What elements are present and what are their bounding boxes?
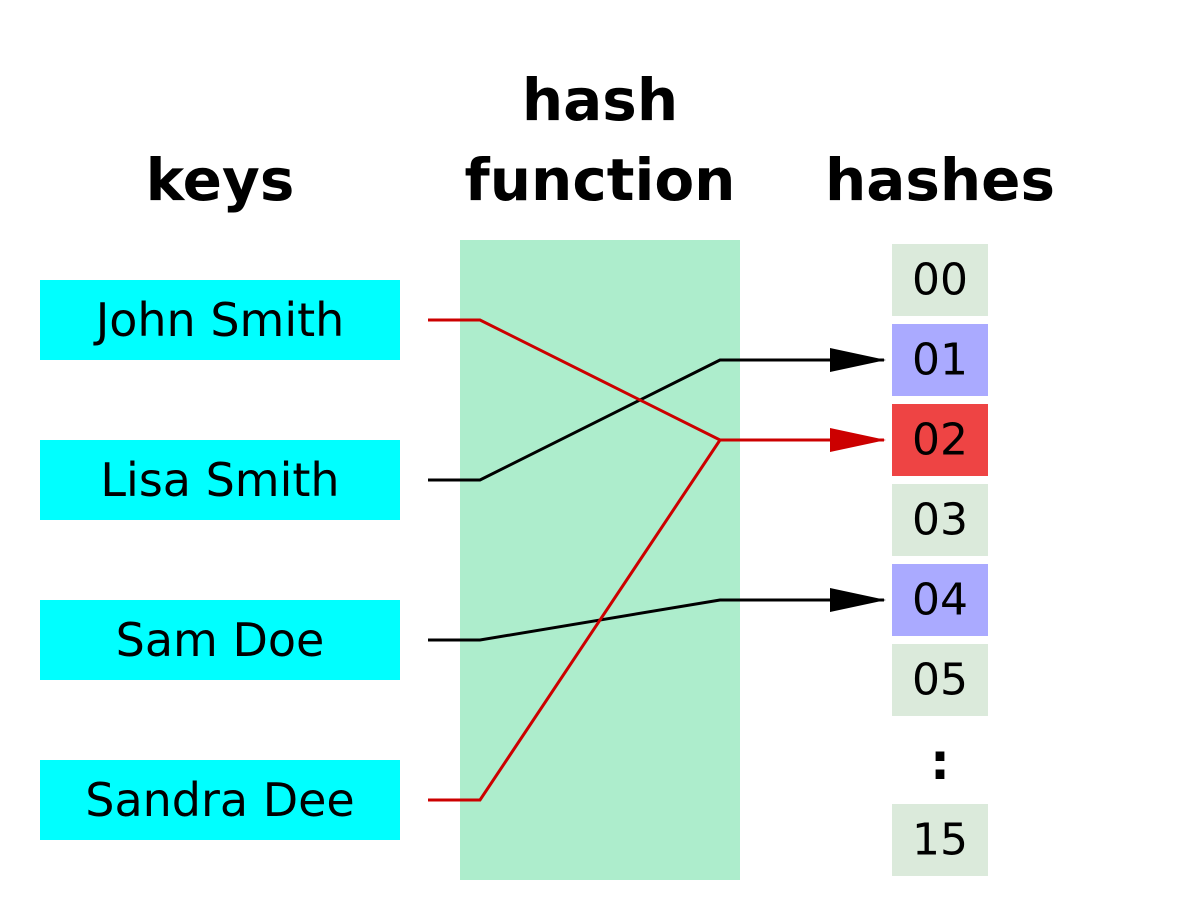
hash-cell-bg — [892, 564, 988, 636]
hash-cell-bg — [892, 804, 988, 876]
key-box: Sam Doe — [40, 600, 400, 680]
key-label: Lisa Smith — [100, 453, 339, 507]
key-box: Lisa Smith — [40, 440, 400, 520]
hash-label: 01 — [912, 335, 968, 386]
hash-cell-bg — [892, 244, 988, 316]
hash-ellipsis: : — [930, 733, 950, 791]
key-label: John Smith — [93, 293, 345, 347]
hash-function-box — [460, 240, 740, 880]
hashes-header: hashes — [825, 146, 1055, 214]
hash-label: 05 — [912, 655, 968, 706]
key-box-bg — [40, 760, 400, 840]
hash-cell: 02 — [892, 404, 988, 476]
key-box-bg — [40, 440, 400, 520]
key-box-bg — [40, 280, 400, 360]
hash-function-header-line2: function — [465, 146, 736, 214]
hash-cell-bg — [892, 404, 988, 476]
key-label: Sandra Dee — [85, 773, 355, 827]
hash-cell: 04 — [892, 564, 988, 636]
key-list: John Smith Lisa Smith Sam Doe Sandra Dee — [40, 280, 400, 840]
key-box: Sandra Dee — [40, 760, 400, 840]
hash-cell-bg — [892, 484, 988, 556]
hash-label: 04 — [912, 575, 968, 626]
hash-label: 02 — [912, 415, 968, 466]
mapping-arrow — [428, 348, 886, 482]
hash-cell: 00 — [892, 244, 988, 316]
mapping-collision-line — [428, 439, 722, 802]
hash-cell: 03 — [892, 484, 988, 556]
hash-cell-bg — [892, 324, 988, 396]
key-label: Sam Doe — [116, 613, 325, 667]
mapping-collision-arrow — [428, 318, 886, 452]
hash-list: 00 01 02 03 04 05 : 15 — [892, 244, 988, 876]
hash-cell: 01 — [892, 324, 988, 396]
hash-cell: 15 — [892, 804, 988, 876]
keys-header: keys — [146, 146, 295, 214]
mapping-lines — [428, 318, 886, 802]
hash-label: 03 — [912, 495, 968, 546]
key-box-bg — [40, 600, 400, 680]
hash-cell-bg — [892, 644, 988, 716]
hash-label: 15 — [912, 815, 968, 866]
hash-cell: 05 — [892, 644, 988, 716]
key-box: John Smith — [40, 280, 400, 360]
hash-label: 00 — [912, 255, 968, 306]
hash-function-header-line1: hash — [522, 66, 678, 134]
